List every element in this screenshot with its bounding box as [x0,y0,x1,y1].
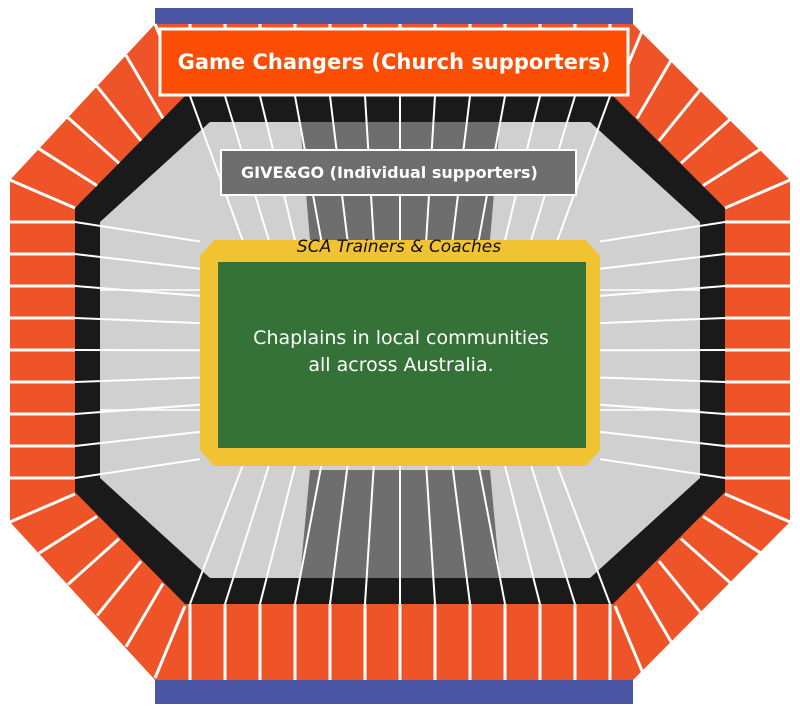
seat-divider [124,54,165,120]
seat-divider [504,465,541,605]
seat-divider [294,465,323,605]
seat-divider [67,537,120,586]
seat-divider [657,85,705,142]
seat-divider [599,221,726,243]
church-supporters-label: Game Changers (Church supporters) [177,50,611,74]
seat-divider [657,560,705,617]
seat-divider [74,376,201,383]
seat-divider [74,253,201,270]
seat-divider [9,492,76,524]
seat-divider [599,317,726,325]
church-supporters-banner [158,27,630,97]
seat-divider [67,116,120,165]
seat-divider [189,95,244,241]
chaplains-line-2: all across Australia. [308,354,494,376]
seat-divider [189,465,244,605]
individual-supporters-banner [220,149,577,196]
seat-divider [74,285,201,297]
seat-divider [599,253,726,270]
seat-divider [680,116,733,165]
seat-divider [702,515,762,555]
seat-divider [38,515,98,555]
seat-divider [329,465,349,605]
seat-divider [74,430,201,447]
seat-divider [599,430,726,447]
seat-divider [74,317,201,325]
seat-divider [599,376,726,383]
seat-divider [556,465,611,605]
seat-divider [599,285,726,297]
seat-divider [599,458,726,479]
seat-divider [451,465,471,605]
chaplains-label: Chaplains in local communities all acros… [216,292,586,412]
field [218,262,586,448]
seat-divider [702,147,762,187]
trainers-label: SCA Trainers & Coaches [296,237,502,257]
seat-divider [153,605,187,679]
seat-divider [635,54,676,120]
seat-divider [38,147,98,187]
seat-divider [724,178,791,210]
seat-divider [74,458,201,479]
seat-divider [477,465,506,605]
seat-divider [556,95,611,241]
individual-supporters-label: GIVE&GO (Individual supporters) [241,163,538,182]
seat-divider [530,465,576,605]
seat-divider [95,85,143,142]
seat-divider [680,537,733,586]
seat-divider [124,582,165,648]
seat-divider [635,582,676,648]
chaplains-line-1: Chaplains in local communities [253,327,549,350]
seat-divider [724,492,791,524]
seat-divider [74,221,201,243]
seat-divider [9,178,76,210]
seat-divider [425,465,436,605]
seat-divider [613,605,647,679]
seat-divider [259,465,296,605]
seat-divider [95,560,143,617]
seat-divider [364,465,375,605]
seat-divider [224,465,270,605]
